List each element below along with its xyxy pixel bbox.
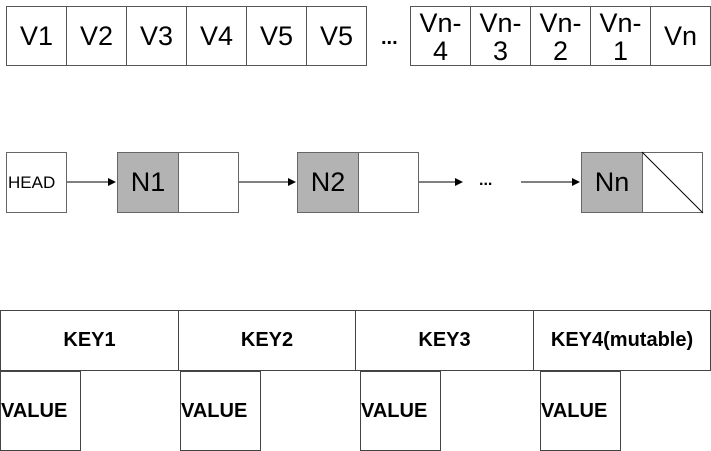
list-node-value: N1	[117, 152, 179, 213]
map-value: VALUE	[180, 371, 261, 451]
array-cell: Vn- 1	[590, 6, 651, 66]
map-value: VALUE	[0, 371, 81, 451]
array-cell: Vn- 2	[530, 6, 591, 66]
list-node-pointer	[358, 152, 419, 213]
array-cell: Vn	[650, 6, 711, 66]
array-cell: Vn- 3	[470, 6, 531, 66]
array-cell-line1: Vn-	[599, 8, 642, 38]
array-cell: V4	[186, 6, 247, 66]
array-cell-line1: Vn-	[539, 8, 582, 38]
map-value: VALUE	[540, 371, 621, 451]
array-cell-line2: 1	[612, 36, 629, 66]
array-cell: Vn- 4	[410, 6, 471, 66]
array-cell: V5	[306, 6, 367, 66]
array-ellipsis: ...	[381, 27, 398, 49]
array-cell-line2: 3	[492, 36, 509, 66]
map-key: KEY4(mutable)	[533, 310, 711, 371]
list-ellipsis: ...	[479, 172, 493, 189]
list-node-pointer	[178, 152, 239, 213]
map-key: KEY1	[0, 310, 179, 371]
array-cell-line1: Vn-	[419, 8, 462, 38]
map-key: KEY3	[355, 310, 534, 371]
list-head: HEAD	[6, 152, 67, 213]
array-cell: V1	[6, 6, 67, 66]
array-cell-line2: 4	[432, 36, 449, 66]
array-cell: V5	[246, 6, 307, 66]
array-cell-line1: Vn-	[479, 8, 522, 38]
array-cell-line2: 2	[552, 36, 569, 66]
map-value: VALUE	[360, 371, 441, 451]
list-node-value: Nn	[581, 152, 643, 213]
map-key: KEY2	[178, 310, 356, 371]
list-node-null-pointer	[642, 152, 703, 213]
array-cell: V2	[66, 6, 127, 66]
array-cell: V3	[126, 6, 187, 66]
list-node-value: N2	[297, 152, 359, 213]
